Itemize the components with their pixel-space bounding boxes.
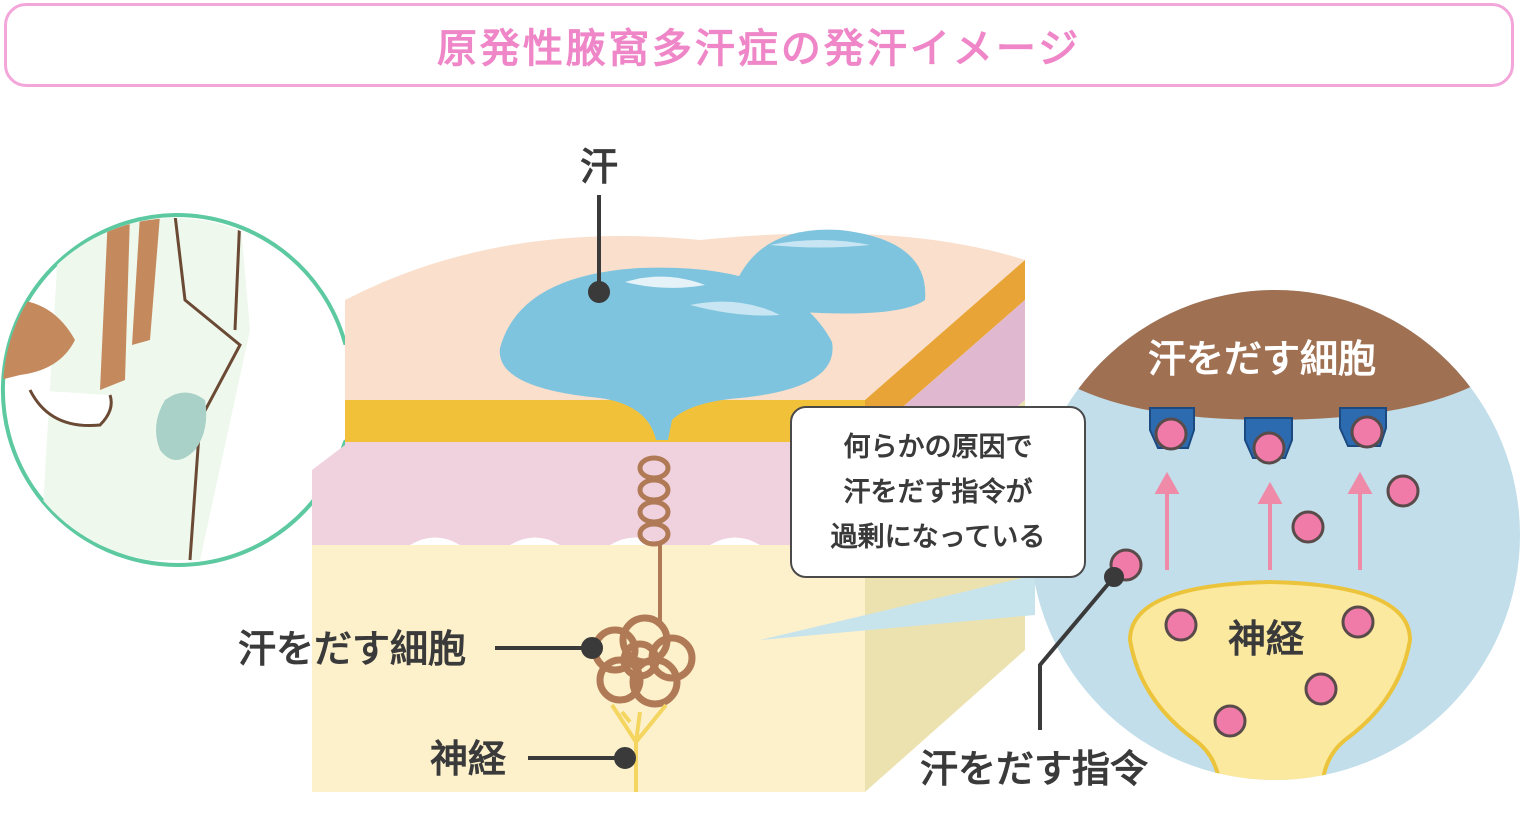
nerve-fiber xyxy=(610,703,668,792)
zoom-beam xyxy=(760,575,1035,640)
cause-callout: 何らかの原因で 汗をだす指令が 過剰になっている xyxy=(790,406,1086,578)
title-banner: 原発性腋窩多汗症の発汗イメージ xyxy=(4,3,1514,87)
sweat-drop xyxy=(499,229,926,440)
callout-line-3: 過剰になっている xyxy=(830,521,1046,553)
armpit-zoom-circle xyxy=(0,212,466,567)
signal-molecules xyxy=(1109,415,1420,738)
sweat-duct xyxy=(637,455,671,625)
callout-line-2: 汗をだす指令が xyxy=(843,476,1033,508)
command-leader xyxy=(1038,567,1124,730)
sweat-cell-label: 汗をだす細胞 xyxy=(238,627,467,671)
label-leaders xyxy=(495,195,636,769)
command-label: 汗をだす指令 xyxy=(920,747,1149,791)
signal-arrows xyxy=(1154,471,1373,570)
sweat-label: 汗 xyxy=(580,145,619,189)
nerve-label: 神経 xyxy=(430,737,507,781)
zoom-nerve-label: 神経 xyxy=(1228,617,1305,661)
callout-line-1: 何らかの原因で xyxy=(843,431,1033,463)
zoom-cell-label: 汗をだす細胞 xyxy=(1148,337,1377,381)
page-title: 原発性腋窩多汗症の発汗イメージ xyxy=(436,26,1082,72)
